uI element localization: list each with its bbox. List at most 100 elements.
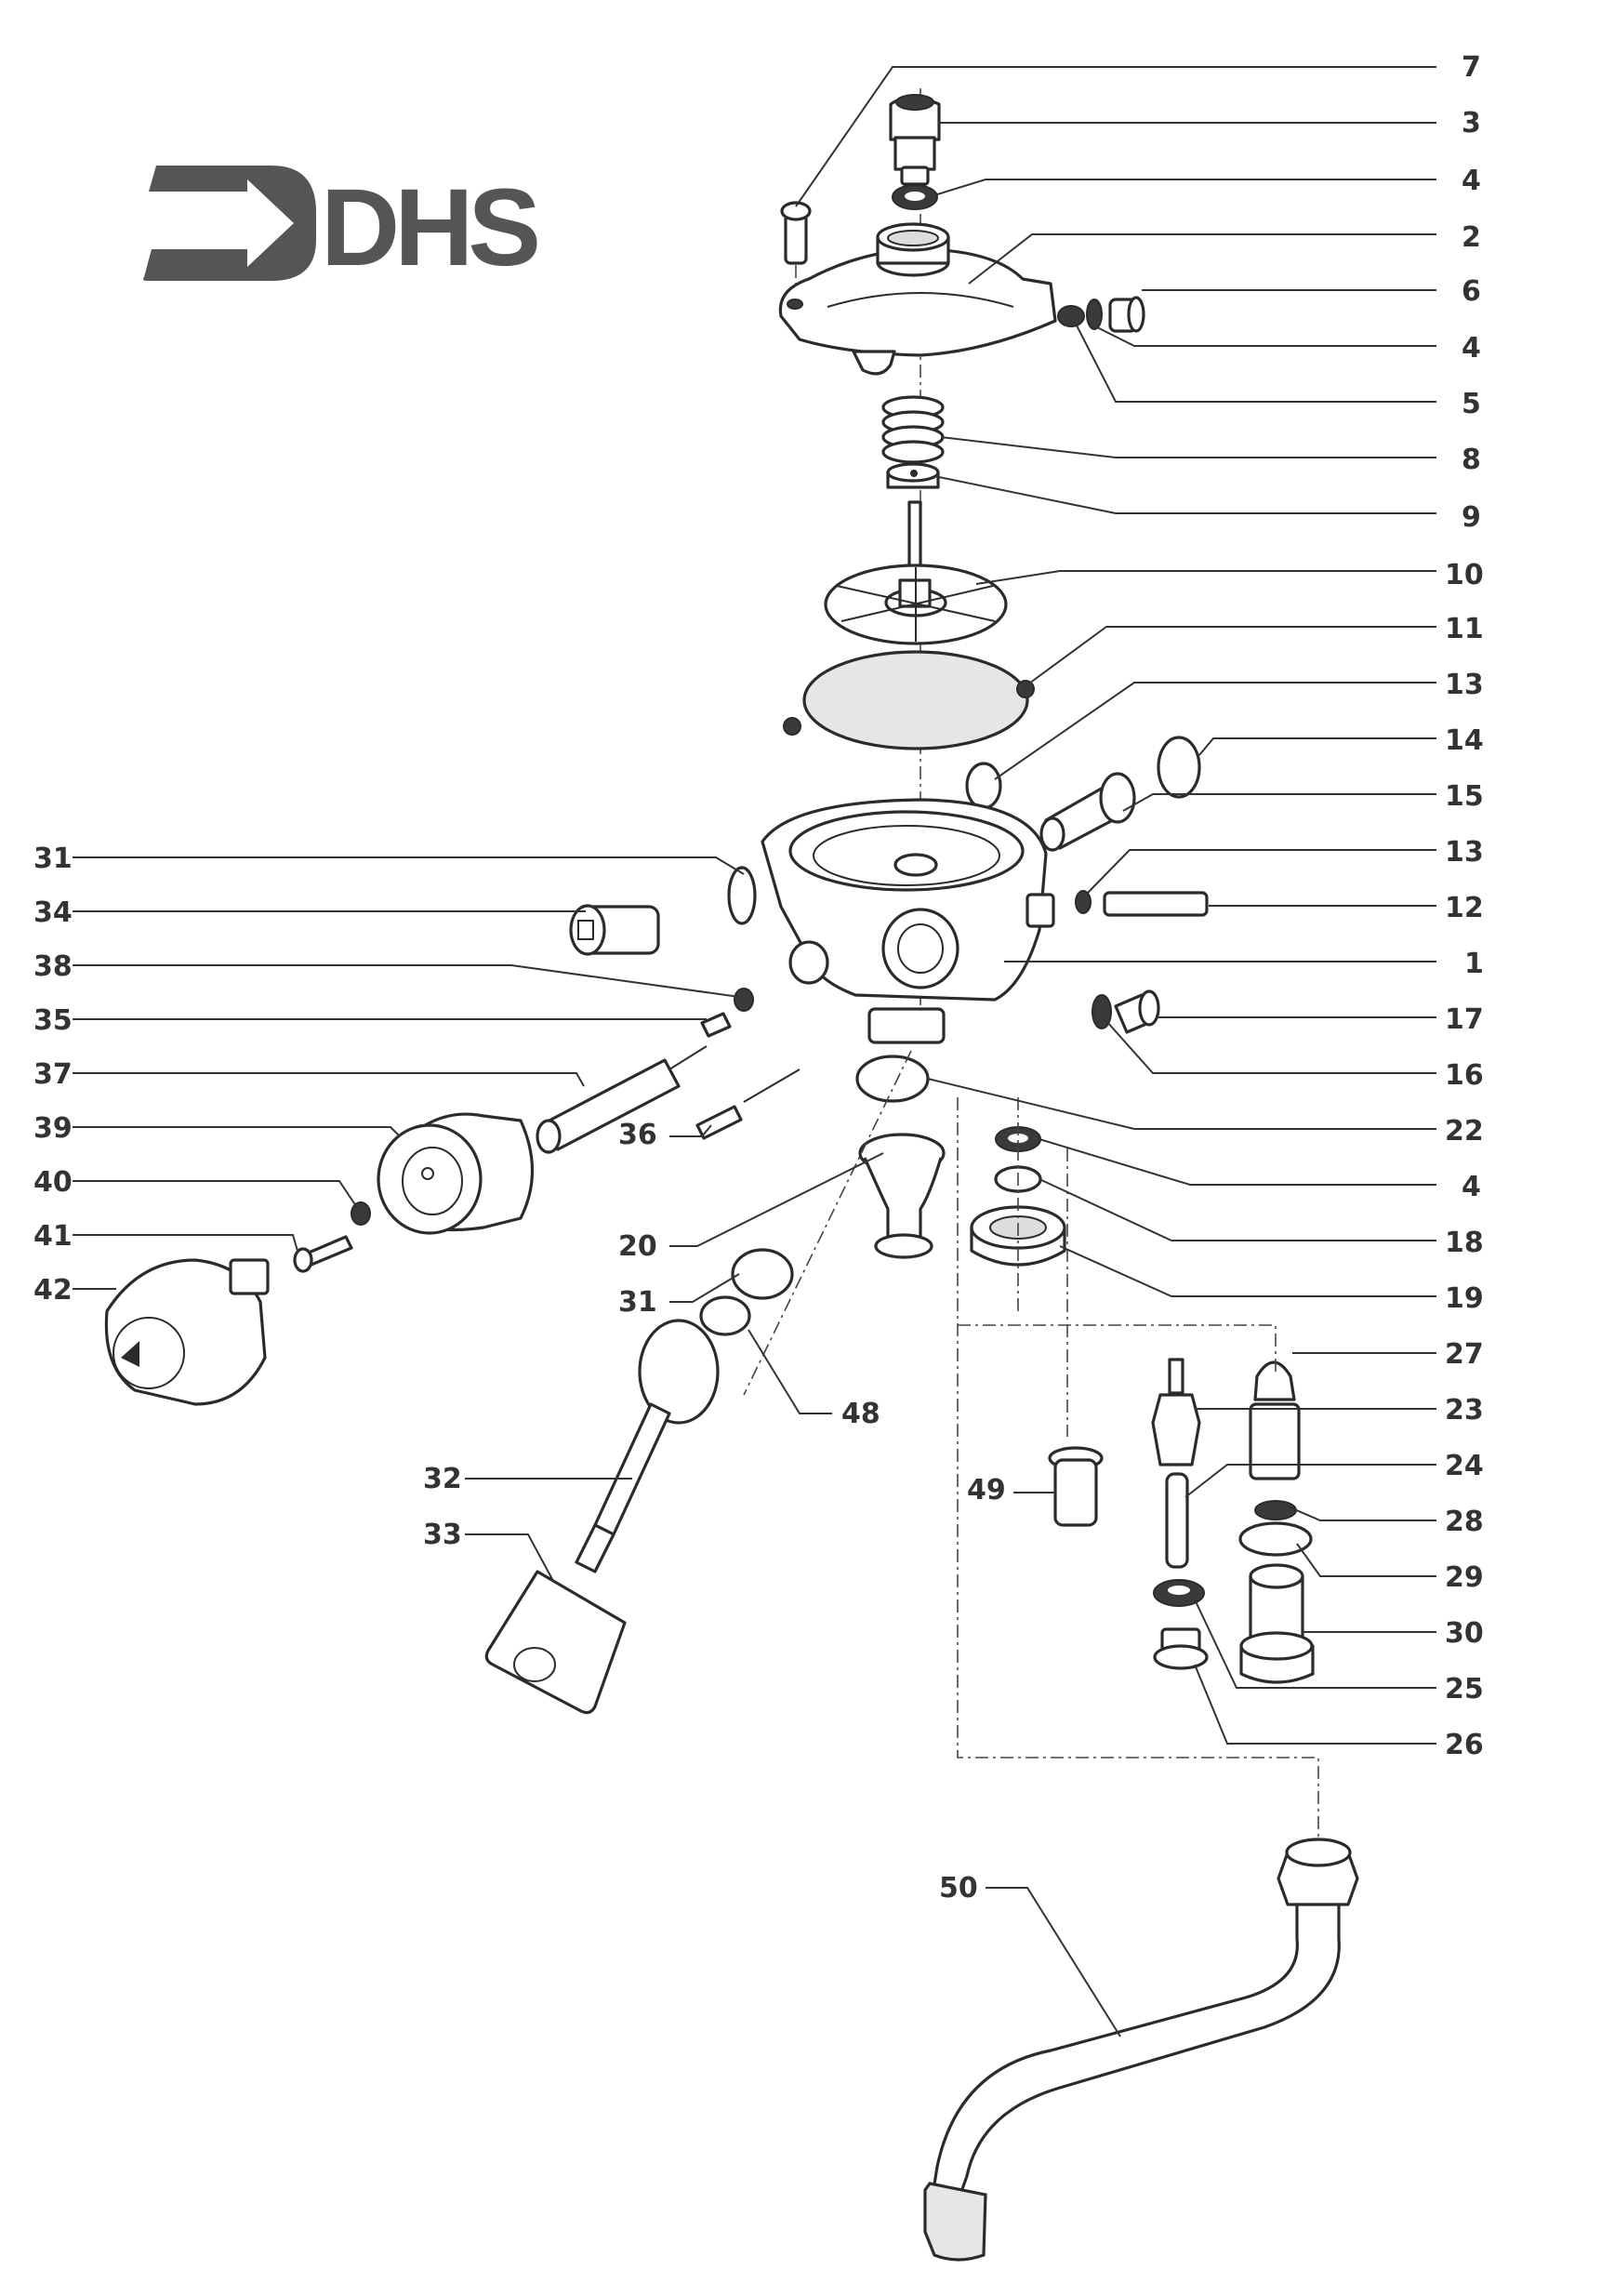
callout-22: 22 — [1445, 1115, 1484, 1148]
leader-40 — [73, 1180, 359, 1210]
leader-31-left — [73, 856, 745, 875]
part-12-pin — [1103, 891, 1209, 917]
callout-31-lower: 31 — [618, 1286, 657, 1319]
callout-7: 7 — [1462, 51, 1481, 84]
logo-text: DHS — [321, 166, 537, 289]
leader-11 — [1022, 626, 1436, 689]
part-38-oring — [734, 988, 754, 1012]
callout-39: 39 — [33, 1112, 73, 1145]
part-29-washer — [1238, 1521, 1313, 1557]
pipe-route-50 — [957, 1097, 1319, 1837]
part-15-filter-sleeve — [1039, 772, 1136, 852]
part-37-shaft — [536, 1045, 708, 1154]
part-6-plug — [1108, 296, 1145, 333]
part-28-oring — [1254, 1500, 1297, 1520]
callout-11: 11 — [1445, 613, 1484, 645]
leader-9 — [933, 475, 1436, 514]
callout-9: 9 — [1462, 501, 1481, 534]
leader-26 — [1194, 1664, 1436, 1745]
part-3-fitting — [889, 94, 941, 186]
callout-29: 29 — [1445, 1561, 1484, 1594]
callout-18: 18 — [1445, 1227, 1484, 1259]
leader-19 — [1059, 1245, 1436, 1297]
part-39-cap — [377, 1112, 534, 1235]
callout-14: 14 — [1445, 724, 1484, 757]
leader-13 — [994, 682, 1436, 780]
part-22-nut-ring — [855, 1055, 930, 1103]
part-40-washer — [351, 1201, 371, 1226]
part-48-connector — [699, 1295, 751, 1336]
callout-48: 48 — [841, 1398, 880, 1430]
leader-38 — [73, 964, 740, 998]
leader-4b — [1096, 326, 1436, 347]
leader-10 — [975, 570, 1436, 585]
leader-24 — [1184, 1464, 1436, 1498]
part-36-spring-pin — [695, 1068, 800, 1140]
part-11-membrane — [783, 650, 1035, 750]
callout-6: 6 — [1462, 275, 1481, 308]
part-31-ring-lower — [731, 1248, 794, 1300]
part-30-sleeve — [1239, 1563, 1315, 1684]
part-13-oring — [965, 762, 1002, 810]
leader-13b — [1087, 849, 1436, 894]
callout-31-left: 31 — [33, 843, 73, 875]
part-9-disc — [886, 462, 940, 489]
pipe-route-27 — [958, 1324, 1277, 1372]
callout-10: 10 — [1445, 559, 1484, 591]
callout-33: 33 — [423, 1519, 462, 1551]
leader-41 — [73, 1234, 298, 1252]
leader-50 — [986, 1887, 1121, 2037]
callout-41: 41 — [33, 1220, 73, 1253]
callout-17: 17 — [1445, 1003, 1484, 1036]
leader-28 — [1287, 1506, 1436, 1521]
brand-logo: DHS — [143, 166, 543, 289]
part-33-tag — [484, 1570, 627, 1715]
part-7-screw — [780, 201, 812, 302]
right-leader-lines — [795, 66, 1436, 1745]
leader-15 — [1122, 793, 1436, 812]
callout-4c: 4 — [1462, 1171, 1481, 1203]
callout-49: 49 — [967, 1474, 1006, 1506]
part-31-ring-left — [727, 866, 757, 925]
callout-23: 23 — [1445, 1394, 1484, 1427]
axis-lower — [743, 1050, 912, 1396]
callout-12: 12 — [1445, 892, 1484, 924]
leader-20 — [669, 1152, 884, 1247]
arrow-in-bracket-icon — [143, 166, 316, 281]
part-16-washer — [1092, 994, 1112, 1029]
callout-38: 38 — [33, 950, 73, 983]
callout-19: 19 — [1445, 1282, 1484, 1315]
callout-30: 30 — [1445, 1617, 1484, 1650]
callout-5: 5 — [1462, 388, 1481, 420]
callout-2: 2 — [1462, 221, 1481, 254]
part-5-filter — [1057, 305, 1085, 327]
part-34-plug — [569, 904, 660, 956]
leader-29 — [1296, 1543, 1436, 1577]
callout-13: 13 — [1445, 669, 1484, 701]
leader-4c — [1039, 1138, 1436, 1186]
part-4-washer-side — [1086, 299, 1103, 330]
callout-26: 26 — [1445, 1729, 1484, 1761]
callout-4b: 4 — [1462, 332, 1481, 365]
part-14-ring — [1157, 736, 1201, 799]
part-24-spring — [1165, 1472, 1189, 1569]
part-25-washer — [1153, 1579, 1205, 1607]
leader-25 — [1194, 1599, 1436, 1689]
leader-39 — [73, 1126, 401, 1137]
inner-leader-lines — [465, 1124, 1121, 2037]
part-13-oring-lower — [1075, 890, 1092, 914]
part-20-nozzle — [858, 1133, 946, 1259]
part-1-body — [761, 798, 1055, 1044]
left-leader-lines — [73, 856, 745, 1290]
callout-4: 4 — [1462, 165, 1481, 197]
part-42-knob — [104, 1258, 270, 1406]
part-17-plug — [1114, 989, 1160, 1034]
leader-36 — [669, 1124, 712, 1137]
callout-15: 15 — [1445, 780, 1484, 813]
callout-16: 16 — [1445, 1059, 1484, 1092]
callout-27: 27 — [1445, 1338, 1484, 1371]
callout-40: 40 — [33, 1166, 73, 1199]
part-35-pin — [700, 1012, 732, 1038]
callout-20: 20 — [618, 1230, 657, 1263]
